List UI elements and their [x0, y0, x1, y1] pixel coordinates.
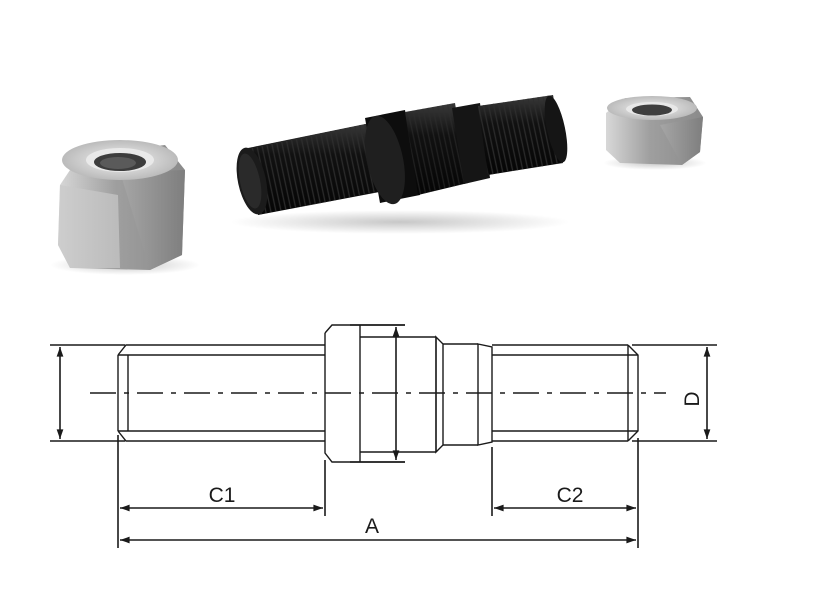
dimension-label-c1: C1	[209, 484, 236, 507]
dimension-lines	[50, 324, 717, 548]
dimension-label-c2: C2	[557, 484, 584, 507]
product-photo	[50, 95, 707, 275]
technical-drawing: C1 C2 A D	[50, 324, 717, 548]
dimension-label-a: A	[365, 515, 379, 538]
small-hex-nut	[603, 96, 707, 170]
dimension-label-d: D	[681, 391, 704, 406]
threaded-stud	[230, 95, 570, 234]
large-hex-nut	[50, 140, 200, 275]
